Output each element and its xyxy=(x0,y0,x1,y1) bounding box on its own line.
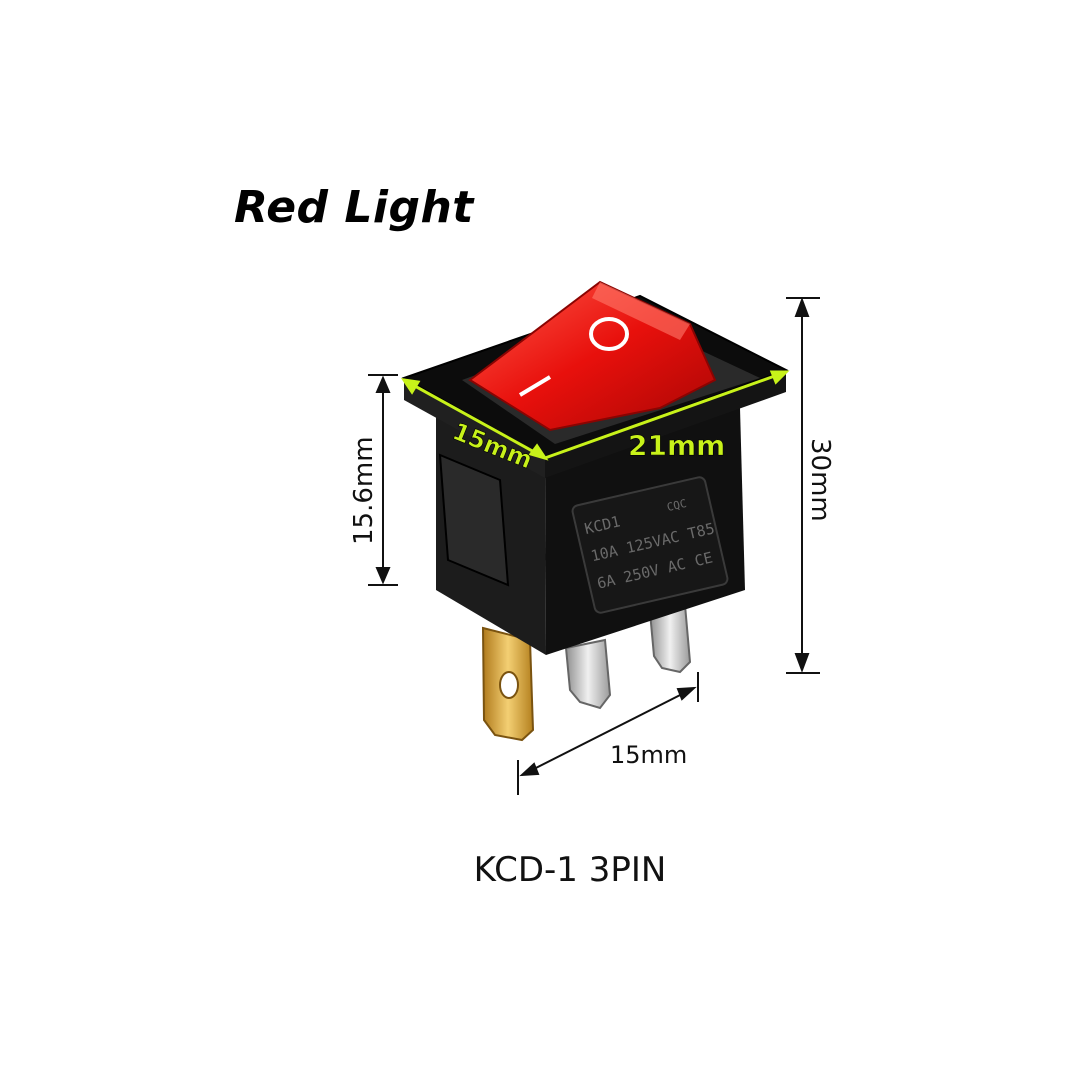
side-clip xyxy=(438,453,510,587)
label-total-height: 30mm xyxy=(805,438,835,522)
terminal-pins xyxy=(481,603,692,742)
switch-body: KCD1 10A 125VAC T85 6A 250V AC CQC CE xyxy=(436,408,745,655)
caption-model: KCD-1 3PIN xyxy=(473,850,667,890)
pin-span-dimension xyxy=(517,672,699,795)
red-rocker xyxy=(468,280,717,432)
on-symbol-icon xyxy=(518,375,552,397)
print-ce: CE xyxy=(693,549,715,571)
total-height-dimension xyxy=(786,297,820,674)
title-red-light: Red Light xyxy=(234,182,474,233)
print-cert: CQC xyxy=(666,497,688,514)
label-body-height: 15.6mm xyxy=(349,436,379,545)
off-symbol-icon xyxy=(589,317,629,351)
gold-pin-hole xyxy=(499,671,519,699)
body-height-dimension xyxy=(368,374,398,586)
silver-pin-middle xyxy=(564,638,612,710)
label-pin-span: 15mm xyxy=(610,741,687,769)
label-top-width: 21mm xyxy=(628,429,725,462)
top-dimension-lines xyxy=(400,370,790,461)
